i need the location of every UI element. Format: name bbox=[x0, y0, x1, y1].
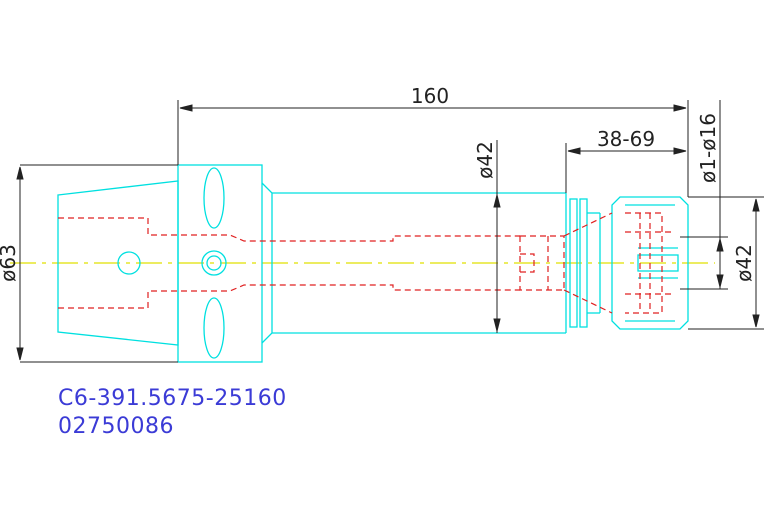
dim-shank-diameter: ø42 bbox=[473, 141, 497, 179]
drawing-background bbox=[0, 88, 767, 433]
dim-nose-diameter: ø42 bbox=[732, 244, 756, 282]
dim-overall-length: 160 bbox=[411, 84, 449, 108]
hidden-bore bbox=[58, 212, 675, 314]
part-code: 02750086 bbox=[58, 414, 174, 439]
body bbox=[272, 192, 601, 334]
dim-collet-range: ø1-ø16 bbox=[696, 113, 720, 183]
part-number: C6-391.5675-25160 bbox=[58, 386, 287, 411]
dim-clamping-range: 38-69 bbox=[597, 127, 655, 151]
flange bbox=[177, 164, 273, 363]
collet-nut bbox=[611, 196, 689, 330]
dimension-lines bbox=[16, 100, 764, 363]
dim-flange-diameter: ø63 bbox=[0, 244, 20, 282]
